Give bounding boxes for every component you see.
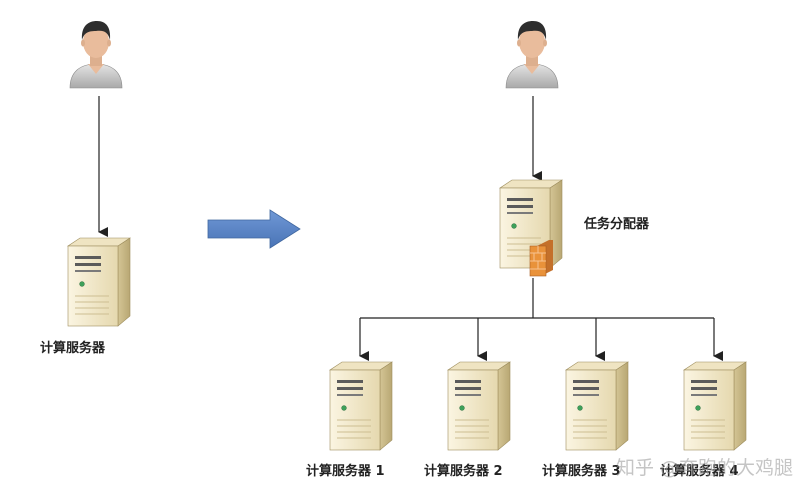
server-icon: [683, 361, 747, 451]
right-arrow-icon: [207, 209, 301, 249]
left-server-label: 计算服务器: [40, 341, 106, 356]
user-icon: [505, 20, 559, 89]
server-4-label: 计算服务器 4: [660, 464, 739, 479]
server-icon: [67, 237, 131, 327]
dispatcher-label: 任务分配器: [584, 217, 650, 232]
user-icon: [69, 20, 123, 89]
distribution-lines: [359, 278, 723, 361]
server-1-label: 计算服务器 1: [306, 464, 385, 479]
server-icon: [329, 361, 393, 451]
firewall-icon: [529, 240, 553, 277]
server-2-label: 计算服务器 2: [424, 464, 503, 479]
server-icon: [565, 361, 629, 451]
watermark: 知乎 @奔跑的大鸡腿: [615, 457, 793, 479]
server-3-label: 计算服务器 3: [542, 464, 621, 479]
server-icon: [447, 361, 511, 451]
